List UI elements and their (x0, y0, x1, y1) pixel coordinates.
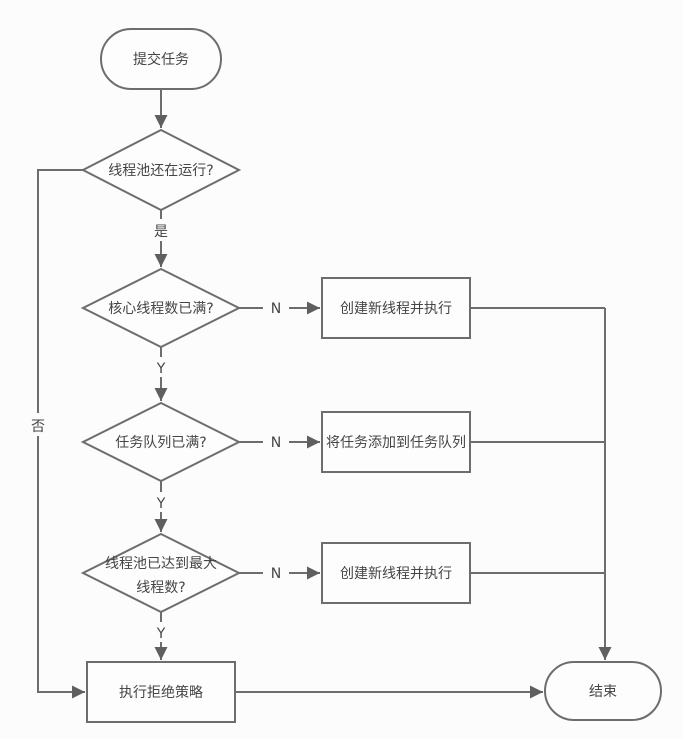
create-thread-2-label: 创建新线程并执行 (340, 566, 452, 582)
node-decision-running: 线程池还在运行? (80, 128, 242, 212)
create-thread-2-shape (321, 542, 471, 604)
node-decision-max-threads: 线程池已达到最大 线程数? (80, 532, 242, 614)
add-to-queue-label: 将任务添加到任务队列 (326, 435, 466, 451)
running-decision-shape (80, 128, 242, 212)
create-thread-1-label: 创建新线程并执行 (340, 301, 452, 317)
edge-label-n1: N (271, 301, 281, 317)
create-thread-1-shape (321, 277, 471, 339)
end-label: 结束 (589, 684, 617, 700)
node-start: 提交任务 (100, 28, 222, 90)
reject-policy-shape (86, 661, 236, 723)
start-terminator-shape (100, 28, 222, 90)
y1-label-bg (150, 357, 172, 377)
nodes: 提交任务 线程池还在运行? 核心线程数已满? 创建新线程并执行 任务队列已满? … (80, 28, 662, 723)
start-label: 提交任务 (133, 51, 189, 68)
end-terminator-shape (544, 661, 662, 721)
add-to-queue-shape (321, 411, 471, 473)
node-decision-core-full: 核心线程数已满? (80, 267, 242, 349)
y2-label-bg (150, 492, 172, 512)
core-full-label: 核心线程数已满? (108, 301, 213, 317)
edge-label-yes: 是 (154, 224, 168, 240)
max-threads-decision-shape (80, 532, 242, 614)
y3-label-bg (150, 622, 172, 642)
queue-full-label: 任务队列已满? (115, 435, 206, 451)
node-end: 结束 (544, 661, 662, 721)
edge-labels: 是 否 Y Y Y N N N (25, 219, 289, 642)
n1-label-bg (263, 297, 289, 318)
edge-label-n3: N (271, 566, 281, 582)
queue-full-decision-shape (80, 401, 242, 483)
edge-label-n2: N (271, 435, 281, 451)
edge-label-y1: Y (156, 361, 166, 377)
n3-label-bg (263, 562, 289, 583)
node-process-create-thread-1: 创建新线程并执行 (321, 277, 471, 339)
no-label-bg (25, 413, 51, 436)
edge-label-no: 否 (31, 419, 45, 435)
n2-label-bg (263, 431, 289, 452)
reject-policy-label: 执行拒绝策略 (119, 684, 203, 701)
edge-label-y2: Y (156, 496, 166, 512)
yes-label-bg (148, 219, 174, 241)
max-threads-label-line2: 线程数? (136, 580, 185, 596)
edge-label-y3: Y (156, 626, 166, 642)
core-full-decision-shape (80, 267, 242, 349)
node-process-add-to-queue: 将任务添加到任务队列 (321, 411, 471, 473)
max-threads-label-line1: 线程池已达到最大 (105, 556, 217, 572)
node-process-reject-policy: 执行拒绝策略 (86, 661, 236, 723)
running-label: 线程池还在运行? (108, 163, 213, 179)
node-process-create-thread-2: 创建新线程并执行 (321, 542, 471, 604)
node-decision-queue-full: 任务队列已满? (80, 401, 242, 483)
